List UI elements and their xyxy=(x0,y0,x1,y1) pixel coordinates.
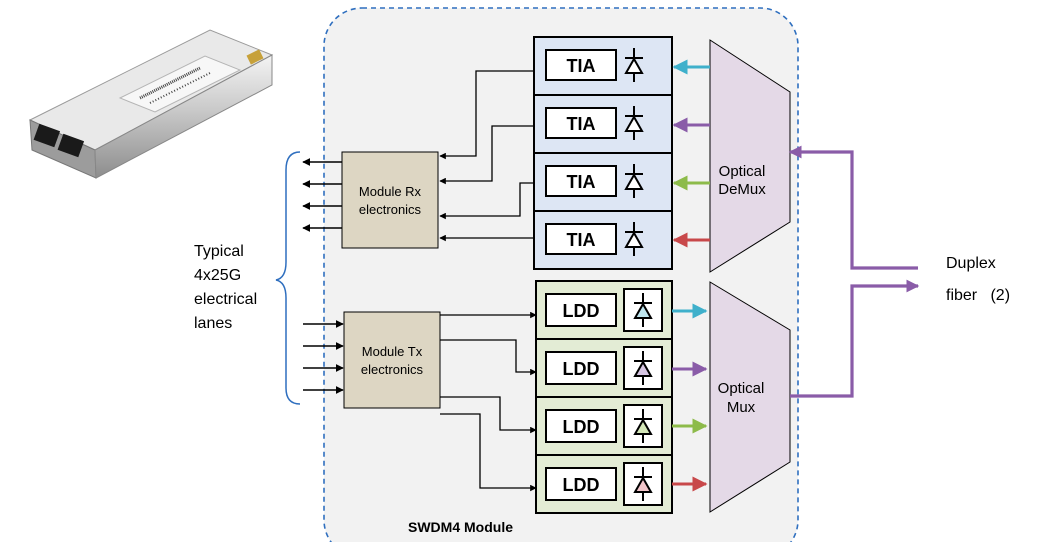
rx-electronics-line2: electronics xyxy=(359,202,422,217)
photodiode-icon xyxy=(624,114,644,132)
tia-label: TIA xyxy=(567,114,596,134)
rx-electronics-box xyxy=(341,151,439,249)
rx-host-lanes xyxy=(302,158,342,232)
laser-diode-icon xyxy=(633,475,653,493)
tia-label: TIA xyxy=(567,56,596,76)
fiber-label-line2: fiber (2) xyxy=(946,287,1010,304)
ldd-label: LDD xyxy=(563,301,600,321)
ldd-box xyxy=(545,351,617,385)
lanes-brace xyxy=(275,151,301,405)
rx-lane-4: TIA xyxy=(533,210,673,270)
tx-host-lanes xyxy=(303,320,344,394)
ldd-label: LDD xyxy=(563,475,600,495)
lanes-label-line3: electrical xyxy=(194,291,257,308)
lanes-label-line2: 4x25G xyxy=(194,267,241,284)
optical-demux xyxy=(709,39,791,273)
tia-box xyxy=(545,165,617,197)
tx-internal-connections xyxy=(440,311,537,492)
rx-electronics-line1: Module Rx xyxy=(359,184,422,199)
demux-label-line2: DeMux xyxy=(718,181,766,198)
ldd-label: LDD xyxy=(563,417,600,437)
tx-electronics-line2: electronics xyxy=(361,362,424,377)
rx-lane-1: TIA xyxy=(533,36,673,96)
tx-lane-2: LDD xyxy=(535,338,673,398)
tia-box xyxy=(545,107,617,139)
laser-diode-icon xyxy=(633,301,653,319)
rx-internal-connections xyxy=(439,70,534,242)
photodiode-icon xyxy=(624,230,644,248)
tx-electronics-line1: Module Tx xyxy=(362,344,423,359)
lanes-label-line4: lanes xyxy=(194,315,232,332)
mux-label-line1: Optical xyxy=(718,380,765,397)
ldd-box xyxy=(545,293,617,327)
ldd-box xyxy=(545,467,617,501)
demux-label-line1: Optical xyxy=(719,163,766,180)
rx-lane-3: TIA xyxy=(533,152,673,212)
tia-label: TIA xyxy=(567,172,596,192)
photodiode-icon xyxy=(624,56,644,74)
optical-mux xyxy=(709,281,791,513)
ldd-label: LDD xyxy=(563,359,600,379)
laser-diode-icon xyxy=(633,359,653,377)
tia-box xyxy=(545,223,617,255)
photodiode-icon xyxy=(624,172,644,190)
ldd-box xyxy=(545,409,617,443)
tx-electronics-box xyxy=(343,311,441,409)
mux-label-line2: Mux xyxy=(727,399,756,416)
tx-lane-1: LDD xyxy=(535,280,673,340)
rx-lane-2: TIA xyxy=(533,94,673,154)
tia-box xyxy=(545,49,617,81)
laser-diode-icon xyxy=(633,417,653,435)
tx-lane-4: LDD xyxy=(535,454,673,514)
fiber-label-line1: Duplex xyxy=(946,255,996,272)
duplex-fiber xyxy=(788,145,920,398)
module-boundary xyxy=(323,7,799,542)
tx-lane-3: LDD xyxy=(535,396,673,456)
module-label: SWDM4 Module xyxy=(408,519,513,535)
lanes-label-line1: Typical xyxy=(194,243,244,260)
wavelength-arrows xyxy=(672,59,710,492)
transceiver-photo xyxy=(28,29,274,179)
tia-label: TIA xyxy=(567,230,596,250)
